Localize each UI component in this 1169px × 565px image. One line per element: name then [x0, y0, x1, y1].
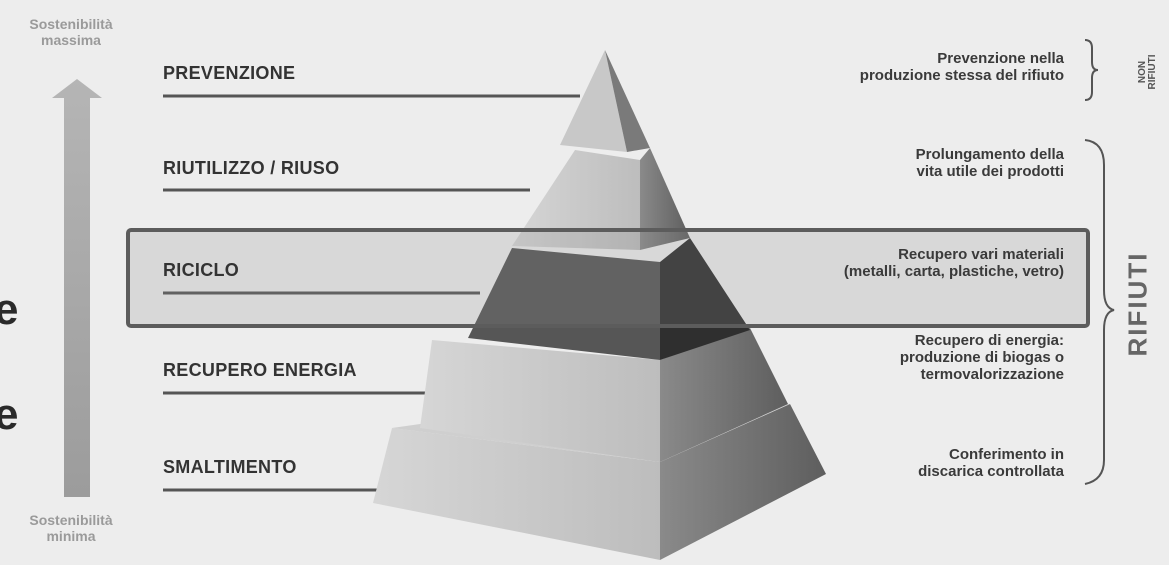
level-description-riciclo: Recupero vari materiali (metalli, carta,… [843, 246, 1064, 280]
riciclo-highlight-box [126, 228, 1090, 328]
level-label-smaltimento: SMALTIMENTO [163, 457, 297, 477]
pyramid [373, 50, 826, 560]
pyramid-tier-riciclo [468, 238, 750, 360]
brace-rifiuti [1084, 139, 1115, 485]
pyramid-tier-recupero-energia [420, 328, 788, 462]
level-label-recupero-energia: RECUPERO ENERGIA [163, 360, 357, 380]
leader-lines [163, 94, 580, 492]
level-description-prevenzione: Prevenzione nella produzione stessa del … [859, 50, 1064, 84]
level-label-prevenzione: PREVENZIONE [163, 63, 296, 83]
pyramid-tier-riutilizzo [512, 148, 690, 250]
level-label-riciclo: RICICLO [163, 260, 240, 280]
sustainability-arrow [52, 79, 102, 497]
level-description-smaltimento: Conferimento in discarica controllata [918, 446, 1064, 480]
group-label-non-rifiuti: NON RIFIUTI [1137, 54, 1158, 90]
group-label-rifiuti: RIFIUTI [1122, 251, 1153, 357]
edge-text-fragment-1: e [0, 285, 19, 334]
sustainability-max-label: Sostenibilità massima [29, 16, 113, 48]
sustainability-min-label: Sostenibilità minima [29, 512, 113, 544]
level-description-recupero-energia: Recupero di energia: produzione di bioga… [899, 332, 1064, 383]
group-braces [1084, 39, 1115, 485]
brace-non-rifiuti [1084, 39, 1099, 101]
edge-text-fragment-2: e [0, 390, 19, 439]
level-label-riutilizzo: RIUTILIZZO / RIUSO [163, 158, 340, 178]
level-description-riutilizzo: Prolungamento della vita utile dei prodo… [915, 146, 1064, 180]
pyramid-tier-prevenzione [560, 50, 650, 152]
